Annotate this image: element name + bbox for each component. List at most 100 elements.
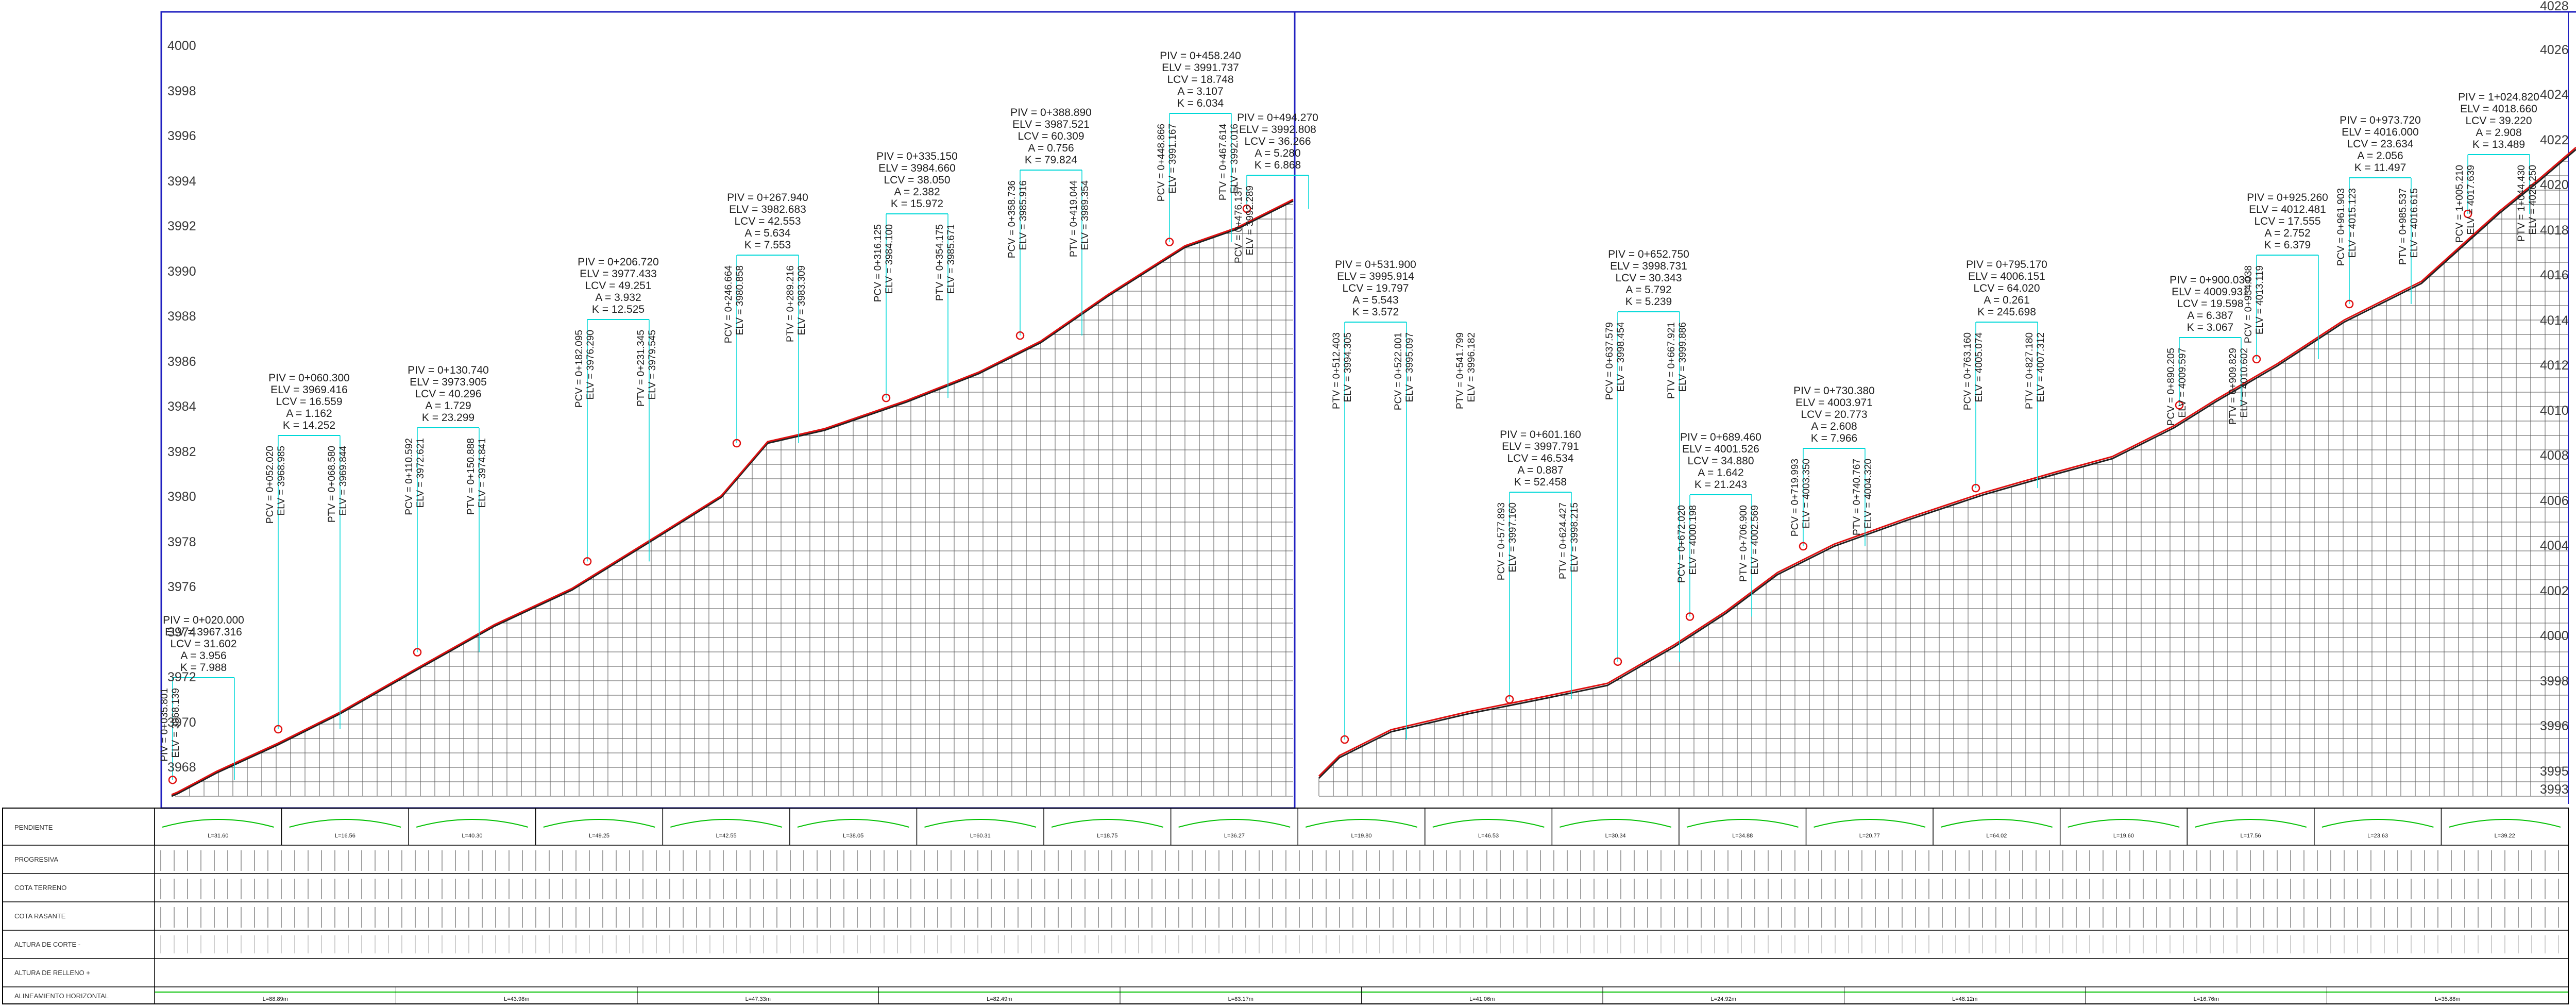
row-label-cota-terreno: COTA TERRENO — [14, 884, 66, 892]
left-axis-label: 3986 — [167, 355, 196, 369]
pvc-station-label: ELV = 3980.858 — [735, 265, 745, 335]
right-axis-label: 4024 — [2540, 88, 2569, 102]
piv-data-label: K = 79.824 — [1025, 154, 1077, 166]
piv-data-label: LCV = 46.534 — [1507, 452, 1573, 464]
pvc-station-label: ELV = 3974.841 — [477, 438, 488, 508]
right-axis-label: 4020 — [2540, 178, 2569, 192]
pvc-station-label: ELV = 3985.671 — [946, 224, 957, 294]
pvc-station-label: ELV = 4002.569 — [1750, 505, 1760, 575]
pcv-marker — [168, 776, 177, 784]
pvc-station-label: PTV = 0+512.403 — [1331, 332, 1342, 409]
horizontal-segment-label: L=24.92m — [1711, 996, 1736, 1002]
pendiente-segment-label: L=19.60 — [2113, 833, 2134, 839]
left-axis-label: 3992 — [167, 219, 196, 233]
row-label-cota-rasante: COTA RASANTE — [14, 912, 66, 920]
piv-data-label: ELV = 4003.971 — [1795, 397, 1873, 409]
piv-data-label: LCV = 38.050 — [884, 174, 950, 186]
vertical-curve-arc — [2321, 819, 2434, 828]
left-axis-label: 3978 — [167, 535, 196, 549]
right-axis-label: 4010 — [2540, 404, 2569, 418]
piv-data-label: A = 6.387 — [2187, 310, 2233, 322]
pcv-marker — [413, 648, 422, 657]
piv-data-label: PIV = 0+900.030 — [2170, 274, 2251, 286]
left-axis-label: 3968 — [167, 760, 196, 775]
piv-data-label: LCV = 18.748 — [1167, 74, 1233, 86]
piv-data-label: A = 2.608 — [1811, 421, 1857, 432]
pvc-station-label: ELV = 3972.621 — [415, 438, 426, 508]
pvc-station-label: ELV = 3999.886 — [1677, 322, 1688, 392]
guitar-table: PENDIENTE PROGRESIVA COTA TERRENO COTA R… — [2, 808, 2569, 1004]
pendiente-segment-label: L=30.34 — [1605, 833, 1626, 839]
pendiente-segment-label: L=39.22 — [2495, 833, 2515, 839]
pcv-marker — [882, 393, 891, 402]
vertical-curve-arc — [1814, 819, 1926, 828]
piv-data-label: LCV = 17.555 — [2254, 215, 2320, 227]
piv-data-label: K = 21.243 — [1694, 479, 1747, 491]
piv-data-label: PIV = 0+601.160 — [1500, 429, 1581, 441]
pvc-station-label: PTV = 0+985.537 — [2398, 188, 2409, 265]
piv-data-label: ELV = 3991.737 — [1162, 62, 1239, 74]
pcv-marker — [2345, 299, 2354, 309]
pendiente-segment-label: L=19.80 — [1351, 833, 1371, 839]
pendiente-segment-label: L=49.25 — [589, 833, 609, 839]
pvc-station-label: PCV = 0+316.125 — [873, 224, 884, 302]
piv-data-label: K = 6.868 — [1255, 159, 1301, 171]
piv-data-label: K = 7.966 — [1811, 432, 1858, 444]
horizontal-segment-label: L=43.98m — [504, 996, 529, 1002]
pvc-station-label: ELV = 3992.289 — [1245, 186, 1256, 255]
piv-data-label: PIV = 0+973.720 — [2340, 114, 2421, 126]
piv-data-label: ELV = 3987.521 — [1012, 119, 1090, 130]
pendiente-segment-label: L=36.27 — [1224, 833, 1245, 839]
pvc-station-label: PCV = 0+672.020 — [1676, 505, 1687, 583]
pvc-station-label: ELV = 4005.074 — [1974, 332, 1985, 402]
pcv-marker — [1015, 331, 1025, 340]
pvc-station-label: ELV = 4010.602 — [2239, 348, 2250, 417]
piv-data-label: LCV = 34.880 — [1687, 455, 1754, 467]
right-axis-label: 4014 — [2540, 313, 2569, 328]
piv-data-label: K = 7.988 — [180, 662, 227, 674]
right-ground-hatch — [1318, 161, 2568, 797]
pvc-station-label: ELV = 3968.139 — [171, 688, 181, 758]
right-axis-label: 4002 — [2540, 584, 2569, 598]
pvc-station-label: PCV = 0+577.893 — [1496, 502, 1507, 580]
pvc-station-label: PCV = 0+637.579 — [1604, 322, 1615, 400]
row-label-alineamiento-horizontal: ALINEAMIENTO HORIZONTAL — [14, 992, 109, 1000]
piv-data-label: ELV = 4006.151 — [1968, 271, 2045, 282]
pcv-marker — [732, 439, 741, 448]
pcv-marker — [583, 557, 592, 566]
pvc-station-label: PTV = 0+289.216 — [785, 265, 796, 342]
piv-data-label: ELV = 3984.660 — [878, 162, 956, 174]
pendiente-segment-label: L=17.56 — [2241, 833, 2261, 839]
right-axis-label: 4016 — [2540, 268, 2569, 282]
pvc-station-label: ELV = 3989.354 — [1080, 180, 1091, 250]
pendiente-segment-label: L=38.05 — [843, 833, 863, 839]
pvc-station-label: ELV = 4009.597 — [2177, 348, 2188, 417]
pvc-station-label: ELV = 4013.119 — [2255, 265, 2265, 334]
pvc-station-label: ELV = 3991.167 — [1167, 124, 1178, 193]
pvc-station-label: ELV = 4003.350 — [1801, 459, 1812, 528]
pvc-station-label: PCV = 0+358.736 — [1007, 180, 1018, 258]
piv-data-label: PIV = 0+388.890 — [1010, 107, 1092, 119]
pvc-station-label: ELV = 4016.615 — [2409, 188, 2420, 258]
right-axis-label: 3996 — [2540, 719, 2569, 733]
pvc-station-label: ELV = 4017.639 — [2466, 165, 2477, 234]
piv-data-label: ELV = 3977.433 — [580, 268, 657, 280]
pvc-station-label: ELV = 3984.100 — [884, 224, 895, 294]
vertical-curve-arc — [1686, 819, 1799, 828]
piv-data-label: K = 11.497 — [2354, 162, 2406, 174]
pendiente-segment-label: L=31.60 — [208, 833, 228, 839]
piv-data-label: K = 3.572 — [1352, 306, 1399, 318]
piv-data-label: K = 245.698 — [1977, 306, 2036, 318]
piv-data-label: ELV = 3969.416 — [270, 384, 348, 396]
pvc-station-label: PCV = 1+005.210 — [2454, 165, 2465, 243]
piv-data-label: ELV = 3973.905 — [410, 376, 487, 388]
piv-data-label: ELV = 3967.316 — [165, 626, 242, 638]
pvc-station-label: ELV = 3983.309 — [796, 265, 807, 335]
left-axis-label: 3980 — [167, 490, 196, 504]
pvc-station-label: PCV = 0+448.866 — [1156, 124, 1167, 202]
piv-data-label: LCV = 19.797 — [1342, 282, 1409, 294]
right-axis-label: 4026 — [2540, 43, 2569, 57]
horizontal-segment-label: L=41.06m — [1469, 996, 1495, 1002]
pvc-station-label: ELV = 3968.985 — [276, 446, 287, 515]
